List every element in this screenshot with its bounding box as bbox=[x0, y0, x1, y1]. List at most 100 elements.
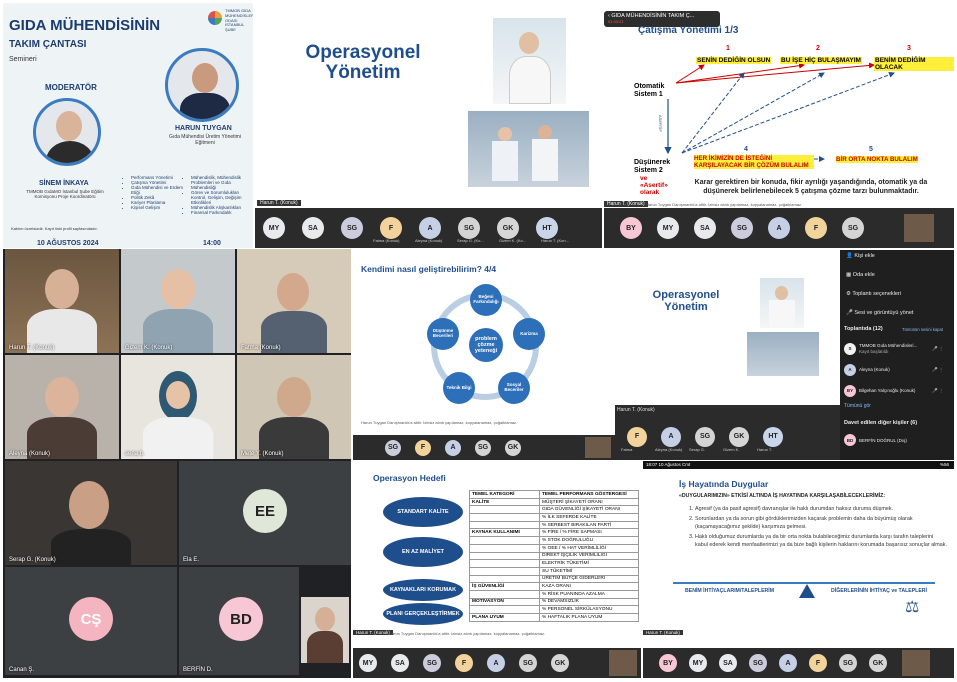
slide-title: Kendimi nasıl geliştirebilirim? 4/4 bbox=[361, 264, 497, 274]
back-icon[interactable]: ‹ bbox=[608, 13, 612, 19]
participant-avatar[interactable]: HT bbox=[536, 217, 558, 239]
slide-body: Karar gerektiren bir konuda, fikir ayrıl… bbox=[694, 179, 928, 196]
num-3: 3 bbox=[907, 45, 911, 52]
balance-line bbox=[673, 582, 935, 584]
mic-icon[interactable]: 🎤 ⋮ bbox=[932, 387, 944, 393]
window-titlebar[interactable]: ‹ GIDA MÜHENDİSİNİN TAKIM Ç... 01:33:21 bbox=[604, 11, 720, 27]
participant-avatar[interactable]: F bbox=[627, 426, 647, 447]
participant-avatar[interactable]: F bbox=[809, 654, 827, 672]
video-tile-10[interactable]: BD BERFİN D. bbox=[179, 567, 299, 675]
participant-avatar[interactable]: GK bbox=[551, 654, 569, 672]
moderator-label: MODERATÖR bbox=[45, 83, 97, 92]
participant-avatar[interactable]: A bbox=[661, 426, 681, 447]
add-person-item[interactable]: 👤 Kişi ekle bbox=[846, 253, 875, 259]
mute-all-link[interactable]: Tümünün sesini kapat bbox=[902, 327, 943, 332]
participant-avatar[interactable]: SG bbox=[749, 654, 767, 672]
self-view[interactable] bbox=[301, 597, 349, 663]
invited-person[interactable]: BD BERFİN DOĞRUL (Dış) bbox=[844, 434, 907, 446]
poster-seminer: Semineri bbox=[9, 56, 37, 63]
video-tile-6[interactable]: Mete Y. (Konuk) bbox=[237, 355, 351, 459]
video-tile-5[interactable]: sena b. bbox=[121, 355, 235, 459]
video-tile-1[interactable]: Harun T. (Konuk) bbox=[5, 249, 119, 353]
slide-title: Operasyon Hedefi bbox=[373, 473, 446, 483]
participant-avatar[interactable]: F bbox=[455, 654, 473, 672]
gear-icon: ⚙ bbox=[846, 291, 853, 297]
participant-avatar[interactable]: F bbox=[805, 217, 827, 239]
video-tile-7[interactable]: Serap G. (Konuk) bbox=[5, 461, 177, 565]
participant-avatar[interactable]: SG bbox=[423, 654, 441, 672]
participant-avatar[interactable]: F bbox=[380, 217, 402, 239]
video-tile-8[interactable]: EE Ela E. bbox=[179, 461, 351, 565]
table-row: % OEE / % HAT VERİMLİLİĞİ bbox=[469, 543, 639, 553]
node-1: Beğeni Farkındalığı bbox=[470, 284, 502, 316]
participant-avatar[interactable]: MY bbox=[657, 217, 679, 239]
video-tile-9[interactable]: CŞ Canan Ş. bbox=[5, 567, 177, 675]
participant-avatar[interactable]: SG bbox=[475, 439, 491, 456]
participant-avatar[interactable]: SG bbox=[839, 654, 857, 672]
participant-avatar[interactable]: MY bbox=[689, 654, 707, 672]
option-5: BİR ORTA NOKTA BULALIM bbox=[836, 156, 918, 163]
participant-avatar[interactable]: A bbox=[768, 217, 790, 239]
participant-avatar[interactable]: SG bbox=[731, 217, 753, 239]
participant-avatar[interactable]: GK bbox=[505, 439, 521, 456]
room-icon: ▦ bbox=[846, 272, 853, 278]
avatar: S bbox=[844, 342, 856, 355]
participant-avatar[interactable]: F bbox=[415, 439, 431, 456]
participant-avatar[interactable]: SA bbox=[391, 654, 409, 672]
add-room-item[interactable]: ▦ Oda ekle bbox=[846, 272, 875, 278]
table-row: % PERSONEL SİRKÜLASYONU bbox=[469, 605, 639, 614]
participant-avatar[interactable]: A bbox=[445, 439, 461, 456]
topic-item: Çatışma Yönetimi bbox=[131, 180, 185, 185]
participant-avatar[interactable]: SG bbox=[519, 654, 537, 672]
goal-oval: KAYNAKLARI KORUMAK bbox=[383, 579, 463, 601]
see-all-link[interactable]: Tümünü gör bbox=[844, 403, 871, 409]
participant-avatar[interactable]: GK bbox=[729, 426, 749, 447]
video-name-8: Ela E. bbox=[183, 557, 200, 563]
participant-avatar[interactable]: SG bbox=[695, 426, 715, 447]
participant-avatar[interactable]: SG bbox=[341, 217, 363, 239]
participant-avatar[interactable]: MY bbox=[359, 654, 377, 672]
participant-avatar[interactable]: HT bbox=[763, 426, 783, 447]
num-4: 4 bbox=[744, 146, 748, 153]
participant-avatar[interactable]: SG bbox=[842, 217, 864, 239]
participant-avatar[interactable]: SA bbox=[694, 217, 716, 239]
participant-avatar[interactable]: GK bbox=[497, 217, 519, 239]
participant-avatar[interactable]: GK bbox=[869, 654, 887, 672]
participant-avatar[interactable]: BY bbox=[659, 654, 677, 672]
table-row: SU TÜKETİMİ bbox=[469, 566, 639, 576]
video-tile-2[interactable]: Gizem K. (Konuk) bbox=[121, 249, 235, 353]
speaker-caption: Harun T. (Konuk) bbox=[617, 407, 655, 413]
topic-item: Performans Yönetimi bbox=[131, 175, 185, 180]
participant-avatar[interactable]: MY bbox=[263, 217, 285, 239]
participant-avatar[interactable]: SG bbox=[458, 217, 480, 239]
manage-av-item[interactable]: 🎤 Sesi ve görüntüyü yönet bbox=[846, 310, 914, 316]
video-tile-3[interactable]: Fatma (Konuk) bbox=[237, 249, 351, 353]
slide-conflict-management: ‹ GIDA MÜHENDİSİNİN TAKIM Ç... 01:33:21 … bbox=[604, 3, 954, 208]
mic-icon[interactable]: 🎤 ⋮ bbox=[932, 345, 944, 351]
participant-avatar[interactable]: A bbox=[419, 217, 441, 239]
participant-name: Gizem K. bbox=[723, 447, 740, 452]
topics-right: Mühendislik, Mühendislik Problemleri ve … bbox=[185, 175, 253, 215]
meeting-options-item[interactable]: ⚙ Toplantı seçenekleri bbox=[846, 291, 901, 297]
topic-item: Finansal Farkındalık bbox=[191, 210, 253, 215]
slide-footer: Harun Tuygan Danışmanlık'a aittir. İzins… bbox=[646, 202, 803, 207]
video-name-6: Mete Y. (Konuk) bbox=[241, 451, 284, 457]
node-2: Karizma bbox=[513, 318, 545, 350]
participant-avatar[interactable]: SA bbox=[302, 217, 324, 239]
speaker-title: Gıda Mühendisi Üretim Yönetimi Eğitmeni bbox=[169, 134, 241, 146]
avatar: BD bbox=[844, 434, 856, 446]
participant-avatar[interactable]: BY bbox=[620, 217, 642, 239]
video-name-7: Serap G. (Konuk) bbox=[9, 557, 56, 563]
participant-avatar[interactable]: A bbox=[779, 654, 797, 672]
participant-avatar[interactable]: A bbox=[487, 654, 505, 672]
participant-avatar[interactable]: SA bbox=[719, 654, 737, 672]
participant-avatar[interactable]: SG bbox=[385, 439, 401, 456]
mic-icon[interactable]: 🎤 ⋮ bbox=[932, 366, 944, 372]
video-tile-4[interactable]: Aleyna (Konuk) bbox=[5, 355, 119, 459]
topics-left: Performans YönetimiÇatışma YönetimiGıda … bbox=[125, 175, 185, 210]
